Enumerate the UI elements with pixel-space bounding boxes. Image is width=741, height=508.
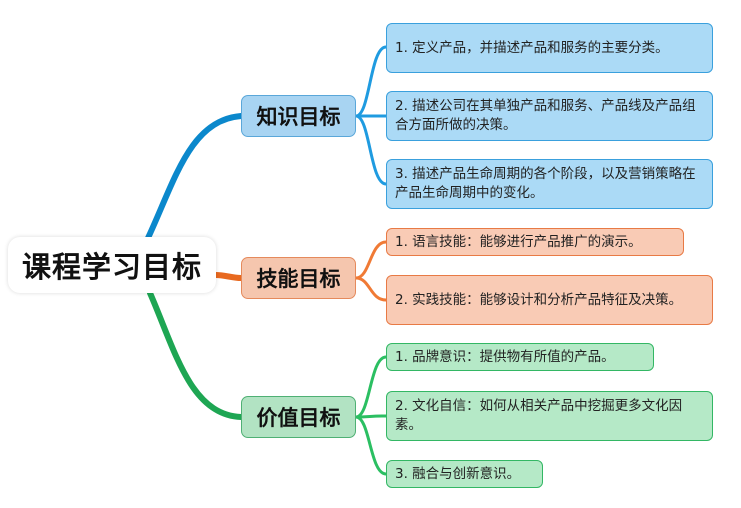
edge-value-leaf-1 <box>355 355 387 419</box>
edge-value-leaf-2 <box>355 414 387 419</box>
edge-root-value <box>147 290 244 420</box>
edge-skill-leaf-2 <box>355 276 387 302</box>
edge-root-skill <box>213 272 244 281</box>
edge-knowledge-leaf-1 <box>355 45 387 118</box>
skill-item-1[interactable]: 1. 语言技能：能够进行产品推广的演示。 <box>386 228 684 256</box>
knowledge-item-1[interactable]: 1. 定义产品，并描述产品和服务的主要分类。 <box>386 23 713 73</box>
edge-root-knowledge <box>145 113 244 241</box>
knowledge-item-3[interactable]: 3. 描述产品生命周期的各个阶段，以及营销策略在产品生命周期中的变化。 <box>386 159 713 209</box>
skill-item-2[interactable]: 2. 实践技能：能够设计和分析产品特征及决策。 <box>386 275 713 325</box>
knowledge-item-2[interactable]: 2. 描述公司在其单独产品和服务、产品线及产品组合方面所做的决策。 <box>386 91 713 141</box>
value-item-1[interactable]: 1. 品牌意识：提供物有所值的产品。 <box>386 343 654 371</box>
branch-skill[interactable]: 技能目标 <box>241 257 356 299</box>
branch-value[interactable]: 价值目标 <box>241 396 356 438</box>
branch-knowledge[interactable]: 知识目标 <box>241 95 356 137</box>
value-item-3[interactable]: 3. 融合与创新意识。 <box>386 460 543 488</box>
edge-skill-leaf-1 <box>355 240 387 280</box>
root-topic[interactable]: 课程学习目标 <box>8 237 216 293</box>
edge-knowledge-leaf-3 <box>355 114 387 186</box>
edge-value-leaf-3 <box>355 415 387 476</box>
value-item-2[interactable]: 2. 文化自信：如何从相关产品中挖掘更多文化因素。 <box>386 391 713 441</box>
